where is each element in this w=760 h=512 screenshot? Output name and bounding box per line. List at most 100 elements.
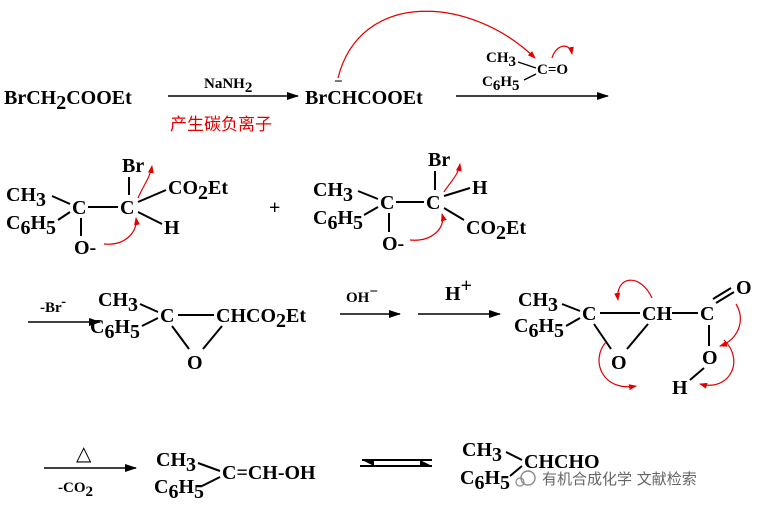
bromine-atom: Br: [122, 155, 144, 177]
subscript: 5: [512, 78, 520, 94]
formula-part: H: [178, 476, 194, 498]
formula-part: BrCH: [4, 87, 57, 109]
subscript: 2: [276, 310, 286, 332]
subscript: 5: [46, 217, 56, 239]
bond: [517, 61, 537, 69]
formula-part: H: [114, 316, 130, 338]
formula-part: C: [514, 315, 528, 337]
subscript: 5: [353, 212, 363, 234]
subscript: 6: [528, 320, 538, 342]
bromoacetate-reactant: BrCH2COOEt: [4, 87, 132, 114]
plus-sign: +: [269, 197, 280, 219]
formula-part: H: [337, 207, 353, 229]
subscript: 6: [20, 217, 30, 239]
epoxide-oxygen: O: [611, 352, 627, 374]
formula-part: H: [484, 467, 500, 489]
formula-part: Et: [286, 305, 306, 327]
subscript: 3: [492, 444, 502, 466]
formula-part: C: [90, 316, 104, 338]
subscript: 2: [198, 182, 208, 204]
svg-text:BrCHCOOEt: BrCHCOOEt: [305, 87, 423, 109]
bond: [201, 476, 221, 487]
formula-part: CH: [6, 184, 36, 206]
proton-transfer-arrow: [699, 339, 735, 389]
bond: [509, 465, 523, 477]
svg-text:C6H5: C6H5: [313, 207, 363, 234]
svg-text:-CO2: -CO2: [58, 480, 93, 500]
bond: [57, 211, 71, 221]
svg-text:-Br-: -Br-: [40, 294, 66, 316]
subscript: 3: [128, 294, 138, 316]
svg-text:CH3: CH3: [98, 289, 138, 316]
carbonyl-double-bond: [712, 287, 732, 300]
enol-intermediate: CH3 C6H5 C=CH-OH: [154, 449, 316, 503]
svg-text:C6H5: C6H5: [6, 212, 56, 239]
hydrogen-atom: H: [164, 217, 180, 239]
subscript: 6: [104, 321, 114, 343]
glycidic-ester: CH3 C6H5 C CHCO2Et O: [90, 289, 306, 374]
svg-text:C6H5: C6H5: [90, 316, 140, 343]
svg-text:C6H5: C6H5: [460, 467, 510, 494]
formula-part: Br: [305, 87, 327, 109]
methine-group: CH: [642, 303, 672, 325]
aldehyde-product: CH3 C6H5 CHCHO: [460, 439, 600, 494]
watermark: 有机合成化学 文献检索: [515, 470, 697, 488]
svg-text:CO2Et: CO2Et: [168, 177, 228, 204]
heat-symbol: △: [76, 443, 92, 465]
bond: [171, 325, 190, 350]
formula-part: CO: [168, 177, 198, 199]
subscript: 3: [509, 54, 517, 70]
hydrolysis-step: OH− H+: [340, 275, 501, 318]
ring-opening-arrow: [614, 279, 653, 301]
wechat-icon-bubble: [515, 477, 525, 487]
tautomerism-equilibrium: [360, 459, 432, 467]
alkoxide-oxygen: O-: [382, 233, 404, 255]
formula-part: CH: [98, 289, 128, 311]
bromide-leaving-arrow: [443, 163, 462, 193]
ring-oxygen-arrow: [598, 341, 637, 391]
bond: [626, 323, 649, 350]
svg-text:CHCO2Et: CHCO2Et: [216, 305, 306, 332]
acid-text: H: [445, 283, 461, 305]
reagent-text: NaNH: [204, 76, 245, 92]
ring-closure-arrow: [409, 213, 447, 241]
svg-text:BrCH2COOEt: BrCH2COOEt: [4, 87, 132, 114]
svg-text:CH3: CH3: [486, 50, 516, 70]
bond: [141, 317, 159, 327]
svg-text:C6H5: C6H5: [514, 315, 564, 342]
formula-part: CHCOOEt: [327, 87, 423, 109]
svg-text:OH−: OH−: [346, 284, 378, 306]
carbonyl-electron-arrow: [551, 45, 574, 59]
carbonyl-oxygen: O: [736, 277, 752, 299]
subscript: 6: [474, 472, 484, 494]
bond: [139, 303, 159, 313]
bond: [443, 207, 465, 221]
formula-part: CH: [518, 289, 548, 311]
formula-part: COOEt: [66, 87, 132, 109]
subscript: 2: [245, 80, 253, 96]
subscript: 6: [493, 78, 501, 94]
subscript: 3: [548, 294, 558, 316]
formula-part: CHCHO: [524, 451, 600, 473]
formula-part: C: [6, 212, 20, 234]
subscript: 3: [186, 454, 196, 476]
svg-text:CO2Et: CO2Et: [466, 217, 526, 244]
formula-part: C: [482, 74, 493, 90]
subscript: 5: [554, 320, 564, 342]
bromine-atom: Br: [428, 149, 450, 171]
formula-part: H: [538, 315, 554, 337]
bond: [363, 206, 379, 216]
subscript: 5: [500, 472, 510, 494]
formula-part: C: [313, 207, 327, 229]
epoxide-oxygen: O: [187, 352, 203, 374]
wechat-icon: [520, 470, 536, 486]
carbon-atom: C: [120, 197, 134, 219]
svg-text:CH3: CH3: [518, 289, 558, 316]
bond: [197, 462, 221, 472]
bond: [561, 303, 581, 312]
bond: [593, 323, 612, 350]
formula-part: H: [30, 212, 46, 234]
negative-charge: −: [334, 74, 343, 90]
carbanion-intermediate: BrCHCOOEt −: [305, 10, 536, 109]
